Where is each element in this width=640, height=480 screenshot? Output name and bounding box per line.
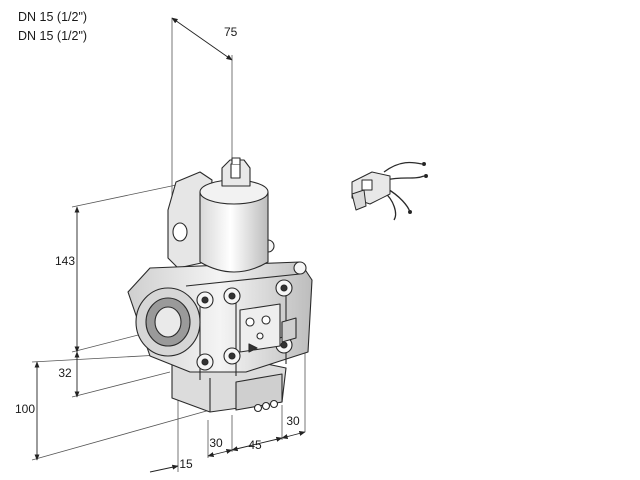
- dim-label-32: 32: [58, 366, 72, 380]
- dimension-lines: [34, 17, 306, 473]
- front-panel: [239, 303, 281, 353]
- dim-line-15: [149, 464, 179, 473]
- dim-line-75: [171, 17, 233, 61]
- plug-gland: [351, 189, 367, 211]
- dim-line-45: [231, 436, 283, 452]
- dim-line-30a: [207, 448, 233, 458]
- dim-label-143: 143: [55, 254, 75, 268]
- nominal-size-line-1: DN 15 (1/2"): [18, 10, 88, 24]
- dimension-labels: 75 143 32 100 15 30 45 30: [15, 25, 300, 471]
- dim-label-100: 100: [15, 402, 35, 416]
- dim-label-30-right: 30: [286, 414, 300, 428]
- lower-housing-front: [235, 373, 283, 411]
- title-block: DN 15 (1/2") DN 15 (1/2"): [18, 8, 87, 46]
- extension-lines: [31, 18, 306, 472]
- valve-illustration: [127, 157, 313, 413]
- dim-label-15: 15: [179, 457, 193, 471]
- dim-line-30b: [281, 430, 306, 440]
- dim-label-30-left: 30: [209, 436, 223, 450]
- plug-cables: [383, 161, 425, 221]
- plug-accessory: [351, 161, 428, 221]
- solenoid-coil: [199, 191, 269, 273]
- bracket-hole: [172, 222, 188, 242]
- nominal-size-line-2: DN 15 (1/2"): [18, 29, 88, 43]
- dim-label-45: 45: [248, 438, 262, 452]
- dim-label-75: 75: [224, 25, 238, 39]
